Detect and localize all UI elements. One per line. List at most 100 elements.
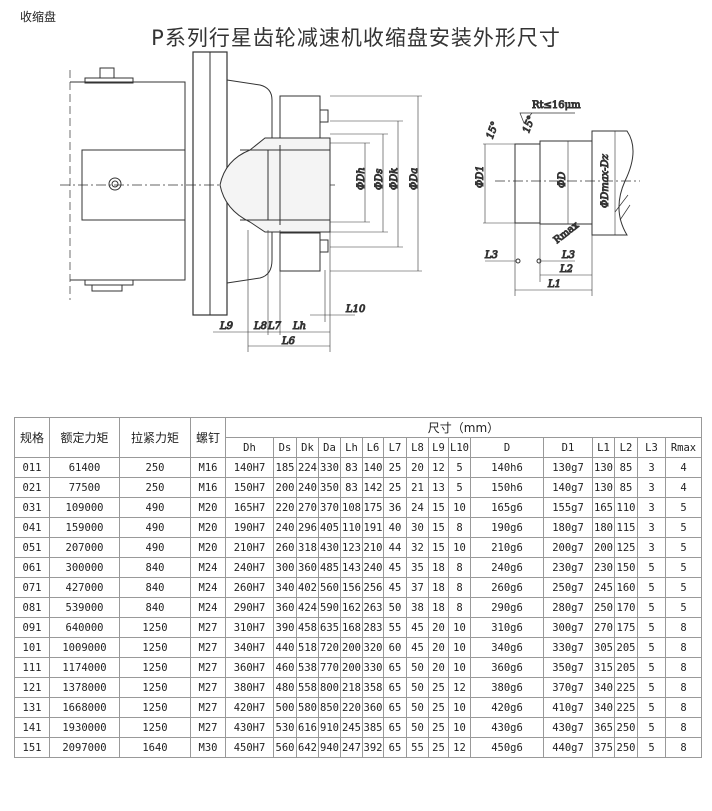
table-cell: 380H7 [225,677,274,698]
table-cell: 1668000 [49,697,120,718]
table-cell: 5 [637,717,666,738]
table-cell: 36 [383,497,407,518]
table-cell: 25 [383,457,407,478]
table-cell: 210 [362,537,384,558]
table-cell: 430 [318,537,341,558]
column-header: 规格 [14,417,50,458]
table-cell: 30 [406,517,429,538]
table-cell: 45 [383,557,407,578]
column-header: 拉紧力矩 [119,417,191,458]
table-cell: 283 [362,617,384,638]
table-cell: 840 [119,557,191,578]
table-cell: 205 [614,637,638,658]
table-cell: 256 [362,577,384,598]
table-cell: 840 [119,597,191,618]
table-cell: 168 [340,617,363,638]
table-cell: 50 [406,677,429,698]
column-header: Rmax [665,437,702,458]
table-cell: 207000 [49,537,120,558]
table-cell: 538 [296,657,319,678]
table-cell: 10 [448,717,471,738]
table-cell: 360 [296,557,319,578]
table-cell: 32 [406,537,429,558]
label-d1: ΦD1 [475,165,486,188]
table-cell: M24 [190,577,226,598]
column-header: 额定力矩 [49,417,120,458]
table-cell: 430H7 [225,717,274,738]
table-cell: 360 [273,597,297,618]
table-cell: 240H7 [225,557,274,578]
table-cell: 130 [592,477,615,498]
table-cell: 5 [637,557,666,578]
table-cell: 44 [383,537,407,558]
table-cell: M27 [190,637,226,658]
table-cell: 200 [340,637,363,658]
table-cell: 1250 [119,697,191,718]
table-cell: M27 [190,657,226,678]
table-cell: 45 [406,637,429,658]
table-cell: 635 [318,617,341,638]
table-cell: 250 [614,737,638,758]
table-cell: 320 [362,637,384,658]
table-cell: 12 [428,457,449,478]
table-cell: 590 [318,597,341,618]
table-cell: 200 [273,477,297,498]
table-cell: 340 [592,677,615,698]
label-l8: L8 [253,321,267,332]
table-cell: 3 [637,537,666,558]
table-cell: 8 [665,617,702,638]
table-cell: 3 [637,457,666,478]
table-cell: 180 [592,517,615,538]
table-cell: 518 [296,637,319,658]
table-cell: 240 [362,557,384,578]
table-cell: 580 [296,697,319,718]
label-dh: ΦDh [356,167,367,190]
column-header: L2 [614,437,638,458]
table-cell: 150 [614,557,638,578]
table-cell: 440g7 [543,737,593,758]
table-cell: 155g7 [543,497,593,518]
table-cell: 8 [665,737,702,758]
table-cell: 13 [428,477,449,498]
shaft-end-view: Rt≤16μm 15° 15° ΦD1 ΦD ΦDmax-Dz Rmax L3 … [475,100,640,296]
table-cell: 061 [14,557,50,578]
table-cell: 210H7 [225,537,274,558]
table-cell: 260 [273,537,297,558]
table-cell: 151 [14,737,50,758]
column-header: Da [318,437,341,458]
table-cell: 263 [362,597,384,618]
table-cell: 440 [273,637,297,658]
column-header: 螺钉 [190,417,226,458]
table-cell: 20 [406,457,429,478]
group-header: 尺寸（mm） [225,417,702,438]
column-header: Dh [225,437,274,458]
table-cell: 5 [637,657,666,678]
table-cell: 10 [448,637,471,658]
label-dk: ΦDk [389,168,400,190]
table-cell: 041 [14,517,50,538]
table-cell: 141 [14,717,50,738]
table-cell: 402 [296,577,319,598]
column-header: L6 [362,437,384,458]
table-cell: 220 [273,497,297,518]
table-cell: 225 [614,697,638,718]
table-cell: 370 [318,497,341,518]
table-cell: 180g7 [543,517,593,538]
table-cell: 110 [614,497,638,518]
table-cell: 115 [614,517,638,538]
table-cell: 4 [665,477,702,498]
table-cell: 240 [273,517,297,538]
table-cell: 165 [592,497,615,518]
table-cell: M16 [190,477,226,498]
table-cell: 290H7 [225,597,274,618]
table-cell: 150h6 [470,477,544,498]
table-cell: 8 [665,657,702,678]
table-cell: 245 [340,717,363,738]
table-cell: 840 [119,577,191,598]
table-cell: 131 [14,697,50,718]
